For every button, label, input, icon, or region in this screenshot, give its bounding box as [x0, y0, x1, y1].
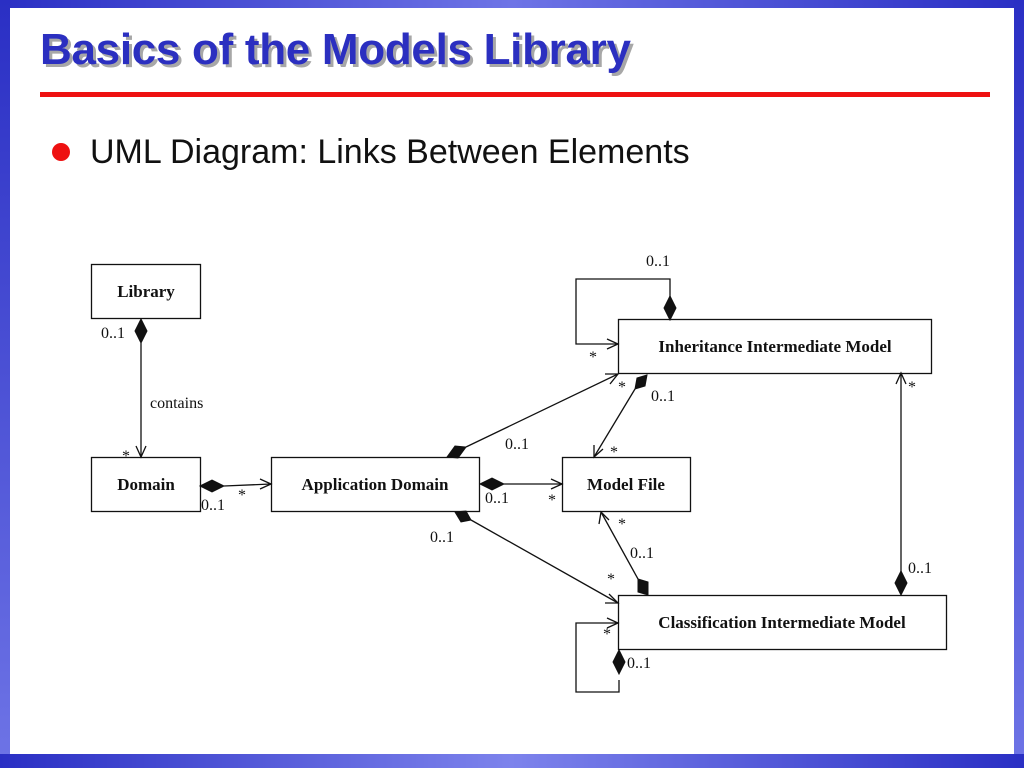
multiplicity-classification-self-target: *: [603, 626, 611, 643]
multiplicity-library-target: *: [122, 448, 130, 465]
slide-frame-right: [1014, 0, 1024, 768]
arrowhead-modelfile-from-classification: [598, 510, 610, 525]
arrowhead-classification-self: [606, 617, 620, 629]
association-line-inheritance-modelfile: [593, 388, 636, 458]
multiplicity-classification-modelfile-source: 0..1: [630, 545, 654, 562]
class-box-library: [90, 263, 202, 320]
composition-diamond-library: [134, 317, 148, 345]
multiplicity-inheritance-self-source: 0..1: [646, 253, 670, 270]
class-name-inheritance-intermediate-model: Inheritance Intermediate Model: [658, 337, 892, 356]
slide-frame-bottom: [0, 754, 1024, 768]
multiplicity-inheritance-self-target: *: [589, 349, 597, 366]
class-box-application-domain: [270, 456, 481, 513]
slide-frame-top: [0, 0, 1024, 8]
multiplicity-classification-inheritance-target: *: [908, 379, 916, 396]
composition-diamond-inheritance-self: [663, 294, 677, 322]
composition-diamond-appdomain-modelfile: [478, 477, 506, 491]
multiplicity-domain-target: *: [238, 487, 246, 504]
class-box-domain: [90, 456, 202, 513]
composition-diamond-appdomain-classification: [454, 510, 472, 523]
bullet-text: UML Diagram: Links Between Elements: [90, 132, 690, 171]
self-association-inheritance: [575, 278, 671, 345]
multiplicity-inheritance-modelfile-source: 0..1: [651, 388, 675, 405]
association-line-domain-appdomain: [223, 483, 272, 487]
arrowhead-modelfile-from-appdomain: [550, 478, 564, 490]
slide-frame-left: [0, 0, 10, 768]
multiplicity-appdomain-inheritance-target: *: [618, 379, 626, 396]
multiplicity-domain-source: 0..1: [201, 497, 225, 514]
multiplicity-library-source: 0..1: [101, 325, 125, 342]
class-box-inheritance-intermediate-model: [617, 318, 933, 375]
composition-diamond-classification-modelfile: [637, 578, 649, 596]
association-line-classification-modelfile: [600, 511, 639, 580]
composition-diamond-inheritance-modelfile: [634, 374, 648, 390]
class-name-domain: Domain: [117, 475, 175, 494]
multiplicity-appdomain-classification-target: *: [607, 571, 615, 588]
multiplicity-classification-modelfile-target: *: [618, 516, 626, 533]
arrowhead-inheritance-self: [606, 338, 620, 350]
class-name-classification-intermediate-model: Classification Intermediate Model: [658, 613, 906, 632]
bullet-dot-icon: [52, 143, 70, 161]
arrowhead-appdomain-from-domain: [259, 478, 273, 490]
multiplicity-appdomain-inheritance-source: 0..1: [505, 436, 529, 453]
association-line-appdomain-classification: [470, 519, 619, 604]
composition-diamond-domain: [198, 479, 226, 493]
arrowhead-modelfile-from-inheritance: [593, 445, 604, 459]
multiplicity-classification-inheritance-source: 0..1: [908, 560, 932, 577]
composition-diamond-classification-self: [612, 648, 626, 676]
self-association-classification: [575, 622, 620, 693]
arrowhead-domain: [135, 445, 147, 459]
multiplicity-appdomain-classification-source: 0..1: [430, 529, 454, 546]
bullet-item: UML Diagram: Links Between Elements: [52, 128, 690, 176]
class-box-classification-intermediate-model: [617, 594, 948, 651]
class-name-library: Library: [117, 282, 175, 301]
title-underline: [40, 92, 990, 97]
class-name-model-file: Model File: [587, 475, 665, 494]
multiplicity-classification-self-source: 0..1: [627, 655, 651, 672]
class-box-model-file: [561, 456, 692, 513]
multiplicity-appdomain-modelfile-source: 0..1: [485, 490, 509, 507]
arrowhead-inheritance-from-classification: [895, 371, 907, 385]
slide-title: Basics of the Models Library: [40, 25, 631, 74]
composition-diamond-appdomain-inheritance: [446, 445, 467, 459]
arrowhead-classification-from-appdomain: [605, 593, 620, 604]
association-label-contains: contains: [150, 395, 203, 412]
arrowhead-inheritance-from-appdomain: [605, 373, 620, 385]
class-name-application-domain: Application Domain: [302, 475, 449, 494]
composition-diamond-classification-inheritance: [894, 569, 908, 597]
association-line-appdomain-inheritance: [465, 373, 619, 448]
multiplicity-appdomain-modelfile-target: *: [548, 492, 556, 509]
multiplicity-inheritance-modelfile-target: *: [610, 444, 618, 461]
